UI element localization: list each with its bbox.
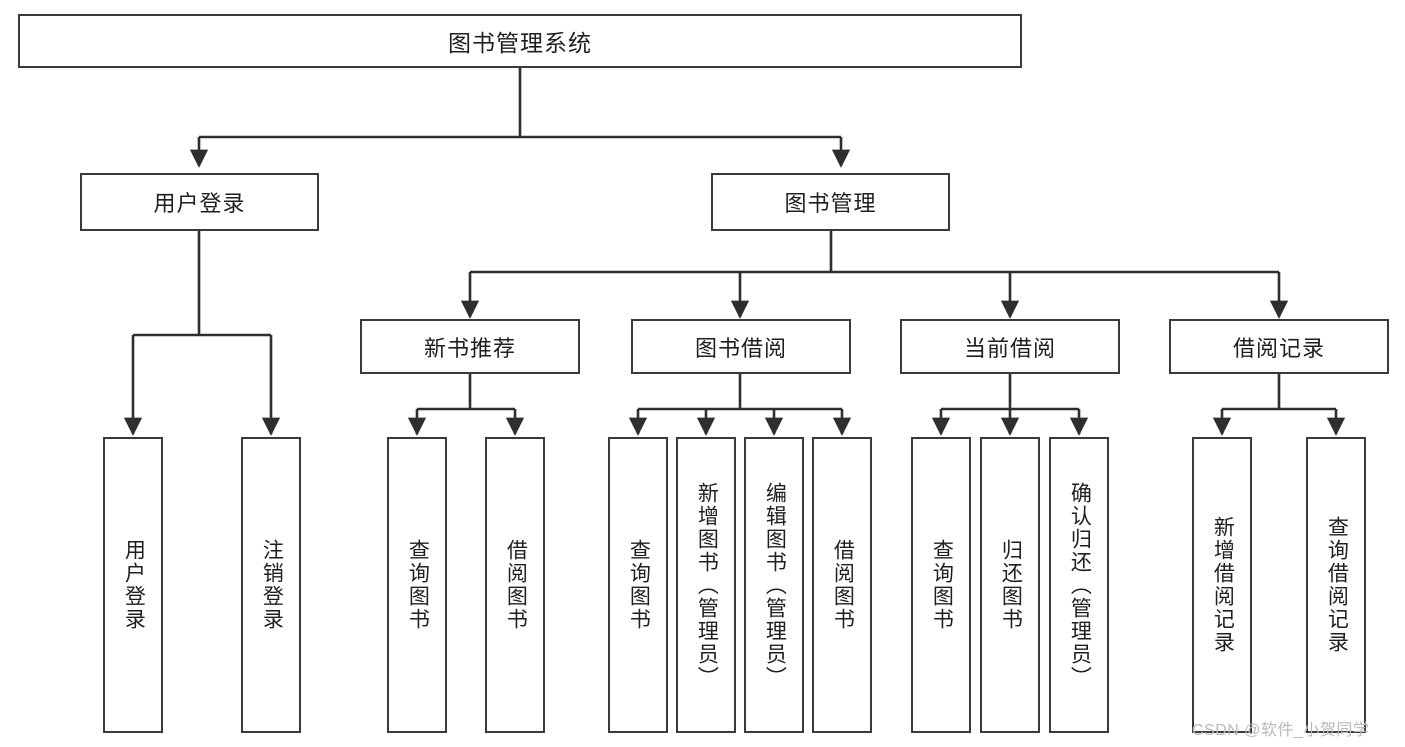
node-label: 查询借阅记录 bbox=[1325, 516, 1349, 654]
leaf-borrow-book-1[interactable]: 借阅图书 bbox=[485, 437, 545, 733]
node-label: 借阅图书 bbox=[831, 539, 855, 631]
node-new-book-recommend[interactable]: 新书推荐 bbox=[360, 319, 580, 374]
leaf-add-book[interactable]: 新增图书（管理员） bbox=[676, 437, 736, 733]
leaf-user-login[interactable]: 用户登录 bbox=[103, 437, 163, 733]
leaf-confirm-return[interactable]: 确认归还（管理员） bbox=[1049, 437, 1109, 733]
leaf-query-record[interactable]: 查询借阅记录 bbox=[1306, 437, 1366, 733]
node-label: 图书管理系统 bbox=[448, 30, 592, 56]
node-label: 图书借阅 bbox=[694, 335, 787, 361]
node-label: 借阅记录 bbox=[1232, 335, 1325, 361]
leaf-logout-login[interactable]: 注销登录 bbox=[241, 437, 301, 733]
node-label: 归还图书 bbox=[999, 539, 1023, 631]
node-book-management[interactable]: 图书管理 bbox=[711, 173, 950, 231]
node-current-borrow[interactable]: 当前借阅 bbox=[900, 319, 1120, 374]
leaf-query-book-2[interactable]: 查询图书 bbox=[608, 437, 668, 733]
leaf-add-record[interactable]: 新增借阅记录 bbox=[1192, 437, 1252, 733]
node-label: 图书管理 bbox=[784, 191, 877, 216]
csdn-watermark: CSDN @软件_小贺同学 bbox=[1192, 722, 1370, 739]
node-label: 新书推荐 bbox=[423, 335, 516, 361]
leaf-query-book-1[interactable]: 查询图书 bbox=[387, 437, 447, 733]
node-borrow-record[interactable]: 借阅记录 bbox=[1169, 319, 1389, 374]
node-label: 查询图书 bbox=[406, 539, 430, 631]
node-label: 用户登录 bbox=[153, 191, 246, 216]
node-label: 新增图书（管理员） bbox=[695, 481, 719, 689]
leaf-return-book[interactable]: 归还图书 bbox=[980, 437, 1040, 733]
node-label: 编辑图书（管理员） bbox=[763, 481, 787, 689]
node-label: 借阅图书 bbox=[504, 539, 528, 631]
node-label: 用户登录 bbox=[122, 539, 146, 631]
leaf-edit-book[interactable]: 编辑图书（管理员） bbox=[744, 437, 804, 733]
leaf-query-book-3[interactable]: 查询图书 bbox=[911, 437, 971, 733]
node-label: 当前借阅 bbox=[963, 335, 1056, 361]
node-label: 查询图书 bbox=[930, 539, 954, 631]
node-book-borrow[interactable]: 图书借阅 bbox=[631, 319, 851, 374]
node-user-login[interactable]: 用户登录 bbox=[80, 173, 319, 231]
node-label: 新增借阅记录 bbox=[1211, 516, 1235, 654]
leaf-borrow-book-2[interactable]: 借阅图书 bbox=[812, 437, 872, 733]
node-root-system[interactable]: 图书管理系统 bbox=[18, 14, 1022, 68]
node-label: 查询图书 bbox=[627, 539, 651, 631]
node-label: 确认归还（管理员） bbox=[1068, 481, 1092, 689]
node-label: 注销登录 bbox=[260, 539, 284, 631]
